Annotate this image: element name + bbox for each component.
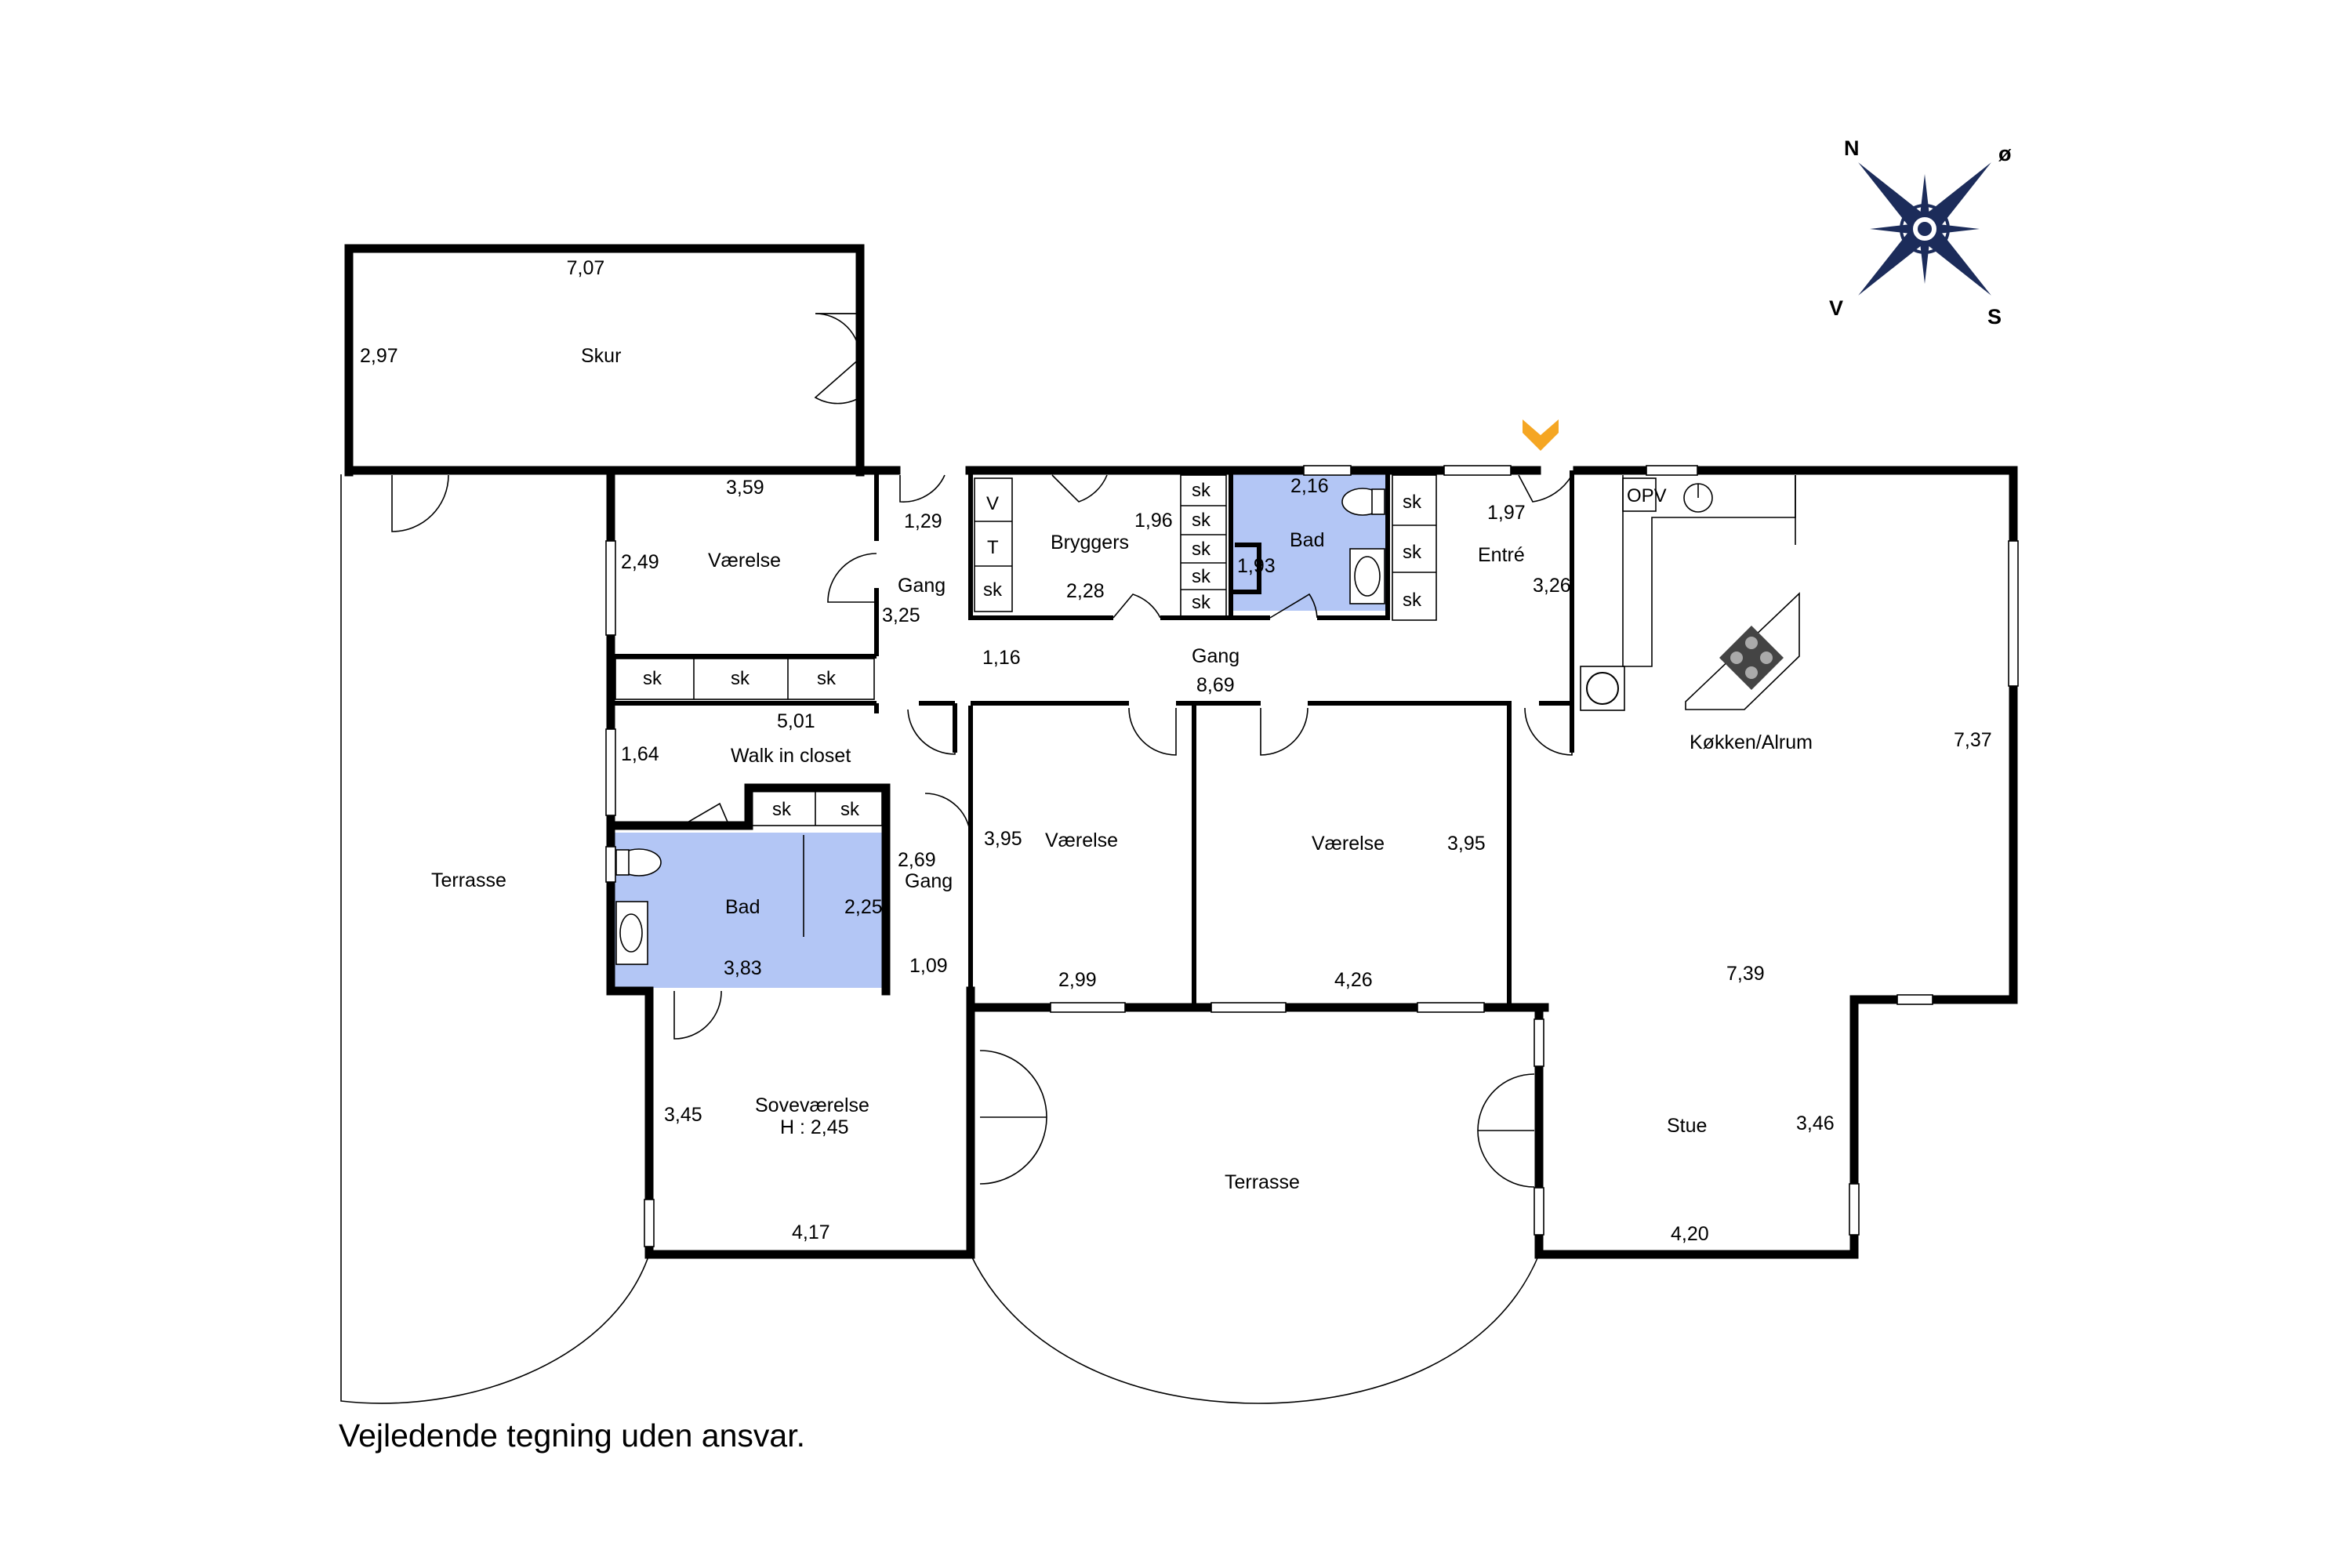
window-entre xyxy=(1443,465,1512,476)
doors xyxy=(391,313,1573,1188)
bad-n-height: 1,93 xyxy=(1237,555,1276,577)
window-stue-east xyxy=(1849,1183,1860,1236)
window-vaerelse-c2a xyxy=(1210,1002,1287,1013)
vaerelse-nw-name: Værelse xyxy=(708,550,781,572)
vaerelse-c1-width: 2,99 xyxy=(1058,969,1097,991)
gang-s-name: Gang xyxy=(905,870,953,892)
east-wall xyxy=(1534,466,2018,1259)
bad-n-name: Bad xyxy=(1290,529,1324,551)
skur-width: 7,07 xyxy=(567,257,605,279)
compass-v: V xyxy=(1829,296,1843,320)
kokken-height: 7,37 xyxy=(1954,729,1992,751)
gang-n-width: 1,29 xyxy=(904,510,942,532)
disclaimer-text: Vejledende tegning uden ansvar. xyxy=(339,1417,806,1454)
sove-height: 3,45 xyxy=(664,1104,702,1126)
walk-in-height: 1,64 xyxy=(621,743,659,765)
vaerelse-nw-width: 3,59 xyxy=(726,477,764,499)
sk-w1: sk xyxy=(643,668,662,689)
window-kitchen-south xyxy=(1896,994,1933,1005)
vaerelse-nw-height: 2,49 xyxy=(621,551,659,573)
terrasse-west-name: Terrasse xyxy=(431,869,506,891)
window-sove xyxy=(644,1199,655,1247)
vaerelse-c2-name: Værelse xyxy=(1312,833,1385,855)
bryggers-v: V xyxy=(986,493,999,514)
gang-n-height: 3,25 xyxy=(882,604,920,626)
sove-name: Soveværelse xyxy=(755,1094,869,1116)
terrasse-south-name: Terrasse xyxy=(1225,1171,1300,1193)
stue-height: 3,46 xyxy=(1796,1112,1835,1134)
opv-label: OPV xyxy=(1627,485,1667,506)
sk-b5: sk xyxy=(1192,592,1211,613)
window-kitchen-north xyxy=(1646,465,1698,476)
gang-s-width: 1,09 xyxy=(909,955,948,977)
stue-width: 4,20 xyxy=(1671,1223,1709,1245)
bad-n-width: 2,16 xyxy=(1290,475,1329,497)
bryggers-t: T xyxy=(987,537,999,558)
vaerelse-c1-height: 3,95 xyxy=(984,828,1022,850)
sk-b3: sk xyxy=(1192,539,1211,560)
sk-b2: sk xyxy=(1192,510,1211,531)
sove-ceiling: H : 2,45 xyxy=(780,1116,849,1138)
sk-w5: sk xyxy=(840,799,860,820)
window-walkin xyxy=(605,728,616,816)
window-vaerelse-nw xyxy=(605,540,616,636)
walk-in-name: Walk in closet xyxy=(731,745,851,767)
compass-s: S xyxy=(1987,305,2002,328)
bad-s-height: 2,25 xyxy=(844,896,883,918)
gang-n-name: Gang xyxy=(898,575,946,597)
bad-s-name: Bad xyxy=(725,896,760,918)
terrasse-south-outline xyxy=(970,1254,1540,1404)
bryggers-width: 2,28 xyxy=(1066,580,1105,602)
entrance-marker-icon xyxy=(1523,419,1559,451)
window-vaerelse-c2b xyxy=(1417,1002,1485,1013)
vaerelse-c1-name: Værelse xyxy=(1045,829,1118,851)
kitchen-fixtures xyxy=(1580,475,1800,711)
stue-name: Stue xyxy=(1667,1115,1707,1137)
gang-c-width: 8,69 xyxy=(1196,674,1235,696)
bryggers-height: 1,96 xyxy=(1134,510,1173,532)
room-labels: 7,07 2,97 Skur 3,59 2,49 Værelse 1,29 Ga… xyxy=(360,257,1992,1245)
terrasse-west-outline xyxy=(340,474,650,1404)
window-kitchen-east xyxy=(2008,540,2019,687)
window-vaerelse-c1 xyxy=(1050,1002,1126,1013)
kokken-name: Køkken/Alrum xyxy=(1690,731,1813,753)
window-stue-west-1 xyxy=(1534,1018,1544,1067)
skur-height: 2,97 xyxy=(360,345,398,367)
walk-in-width: 5,01 xyxy=(777,710,815,732)
window-bad-south xyxy=(605,846,616,883)
kokken-width: 7,39 xyxy=(1726,963,1765,985)
window-bad-north xyxy=(1303,465,1352,476)
sove-width: 4,17 xyxy=(792,1221,830,1243)
gang-c-height: 1,16 xyxy=(982,647,1021,669)
sk-e1: sk xyxy=(1403,492,1422,513)
sk-w2: sk xyxy=(731,668,750,689)
bath-fixtures xyxy=(615,488,1385,965)
sk-e3: sk xyxy=(1403,590,1422,611)
skur-name: Skur xyxy=(581,345,621,367)
bad-s-width: 3,83 xyxy=(724,957,762,979)
sk-e2: sk xyxy=(1403,542,1422,563)
bryggers-name: Bryggers xyxy=(1051,532,1129,554)
gang-s-height: 2,69 xyxy=(898,849,936,871)
sk-w3: sk xyxy=(817,668,837,689)
bryggers-sk: sk xyxy=(983,579,1003,601)
sk-w4: sk xyxy=(772,799,792,820)
wardrobes xyxy=(615,474,1437,826)
compass-o: ø xyxy=(1998,142,2012,165)
compass-rose-icon xyxy=(1858,162,1991,296)
entre-height: 3,26 xyxy=(1533,575,1571,597)
sk-b4: sk xyxy=(1192,566,1211,587)
compass-n: N xyxy=(1844,136,1860,160)
entre-width: 1,97 xyxy=(1487,502,1526,524)
gang-c-name: Gang xyxy=(1192,645,1240,667)
window-stue-west-2 xyxy=(1534,1187,1544,1236)
sk-b1: sk xyxy=(1192,480,1211,501)
vaerelse-c2-width: 4,26 xyxy=(1334,969,1373,991)
entre-name: Entré xyxy=(1478,544,1525,566)
vaerelse-c2-height: 3,95 xyxy=(1447,833,1486,855)
